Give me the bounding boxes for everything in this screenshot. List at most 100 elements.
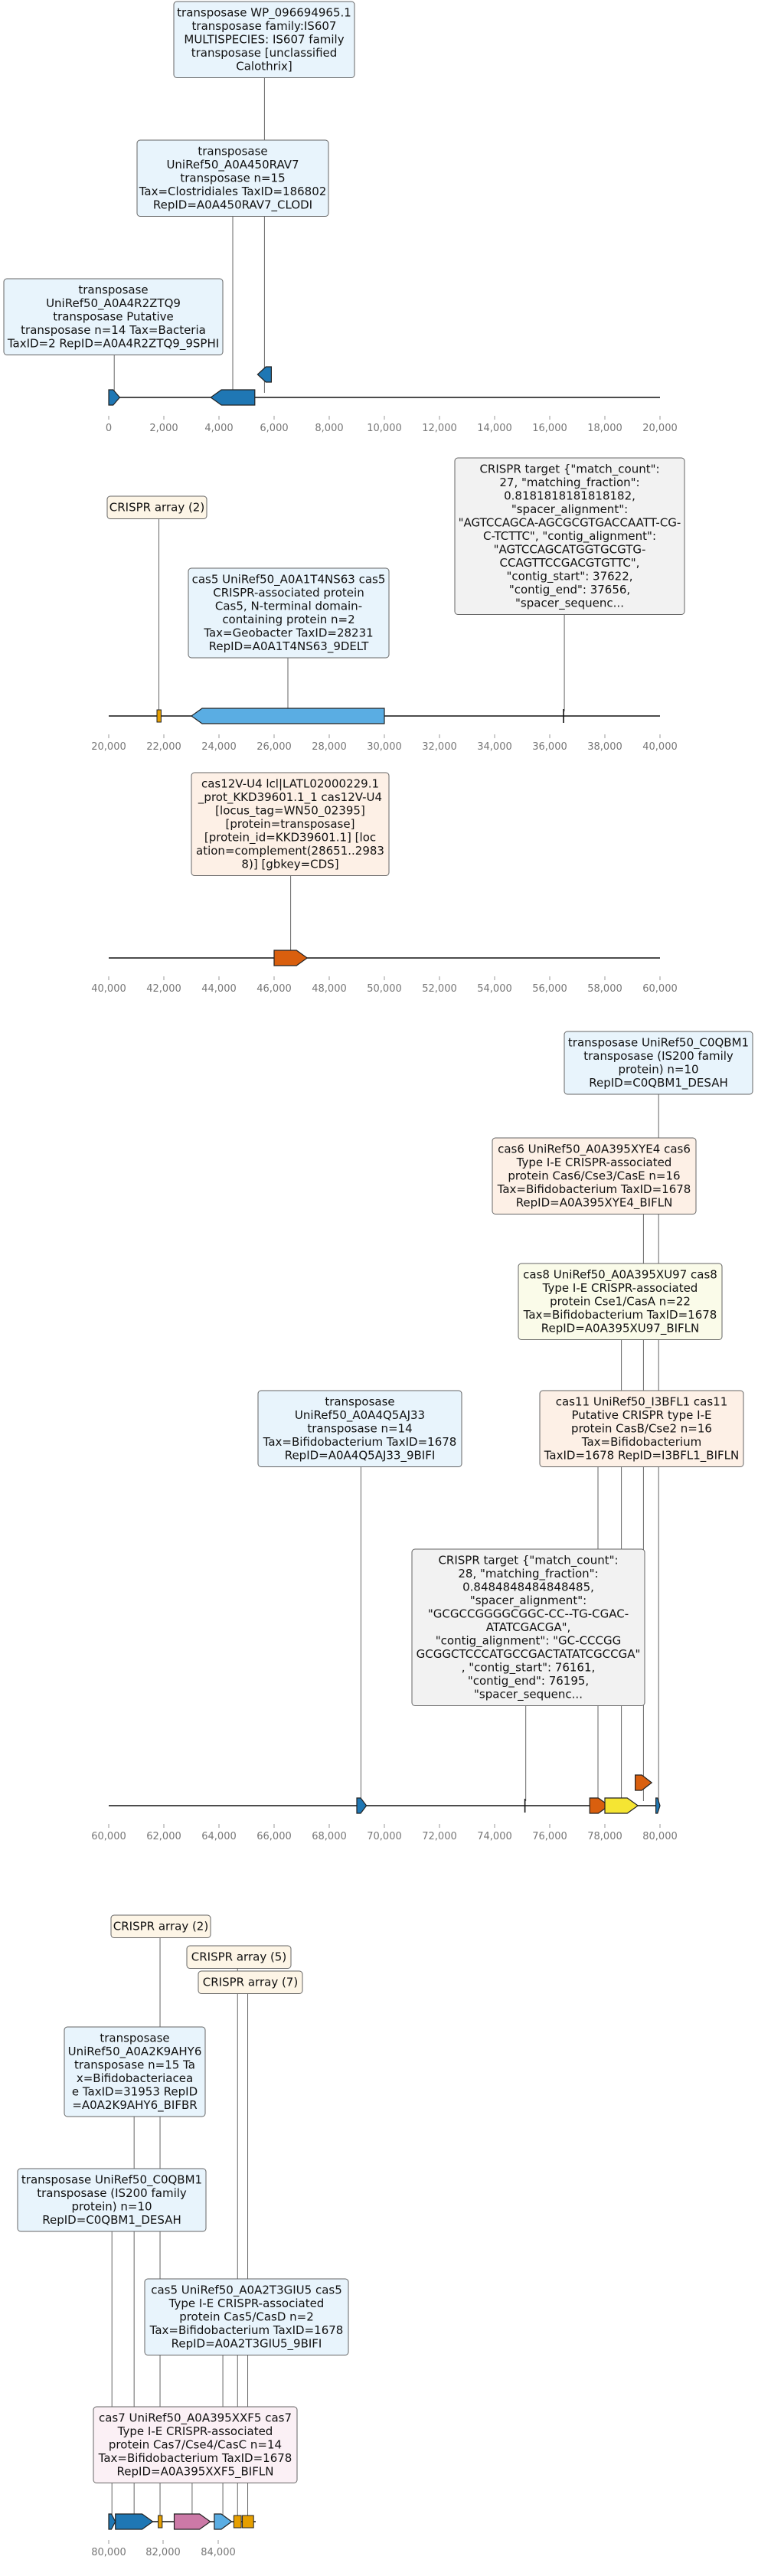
- cas7-gene: [173, 2513, 211, 2530]
- tick-label: 18,000: [587, 423, 622, 434]
- label-text-line: CRISPR array (7): [203, 1976, 298, 1989]
- cas8-gene: [604, 1797, 639, 1814]
- transposase-gene-7: [115, 2513, 154, 2530]
- tick-label: 72,000: [422, 1831, 457, 1842]
- label-box-background: [17, 2168, 207, 2232]
- label-text-line: UniRef50_A0A4Q5AJ33: [295, 1408, 425, 1423]
- label-text-line: =A0A2K9AHY6_BIFBR: [72, 2098, 197, 2113]
- label-box-background: [64, 2026, 206, 2117]
- label-text-line: CRISPR target {"match_count":: [479, 463, 659, 477]
- label-text-line: RepID=A0A450RAV7_CLODI: [153, 198, 312, 213]
- tick-label: 80,000: [91, 2547, 126, 2558]
- label-text-line: transposase [unclassified: [191, 46, 338, 60]
- label-box-background: [454, 457, 685, 615]
- tick-label: 60,000: [642, 983, 678, 995]
- tick-label: 42,000: [146, 983, 181, 995]
- tick-label: 76,000: [532, 1831, 567, 1842]
- tick-label: 40,000: [91, 983, 126, 995]
- label-text-line: CRISPR-associated protein: [213, 586, 364, 600]
- transposase-gene-3: [256, 366, 272, 383]
- feature-label-box: CRISPR target {"match_count":28, "matchi…: [411, 1548, 645, 1706]
- label-text-line: ATATCGACGA",: [486, 1620, 571, 1634]
- label-box-background: [539, 1390, 744, 1467]
- label-text-line: transposase n=14 Tax=Bacteria: [21, 323, 206, 337]
- label-text-line: RepID=C0QBM1_DESAH: [42, 2213, 181, 2228]
- label-text-line: protein) n=10: [71, 2200, 152, 2214]
- label-text-line: transposase n=14: [307, 1422, 412, 1436]
- label-text-line: transposase (IS200 family: [37, 2186, 187, 2200]
- label-text-line: CRISPR array (5): [191, 1950, 286, 1964]
- transposase-gene-2: [210, 389, 256, 406]
- tick-label: 80,000: [642, 1831, 678, 1842]
- label-text-line: 0.8181818181818182,: [504, 489, 635, 503]
- crispr-array-mark-4: [242, 2515, 254, 2529]
- label-text-line: containing protein n=2: [222, 613, 354, 626]
- label-text-line: RepID=C0QBM1_DESAH: [589, 1076, 728, 1090]
- feature-label-box: CRISPR array (5): [186, 1945, 292, 1969]
- label-text-line: , "contig_start": 76161,: [462, 1661, 596, 1675]
- label-box-background: [518, 1263, 723, 1340]
- feature-label-box: CRISPR array (2): [110, 1914, 211, 1938]
- tick-label: 26,000: [256, 741, 292, 753]
- label-box-background: [198, 1970, 303, 1994]
- tick-label: 20,000: [91, 741, 126, 753]
- label-text-line: protein CasB/Cse2 n=16: [571, 1422, 712, 1436]
- label-text-line: protein Cas7/Cse4/CasC n=14: [109, 2438, 282, 2452]
- label-text-line: RepID=A0A1T4NS63_9DELT: [209, 639, 370, 654]
- label-text-line: "contig_end": 76195,: [468, 1674, 589, 1688]
- crispr-array-mark-2: [158, 2515, 163, 2529]
- label-text-line: [protein_id=KKD39601.1] [loc: [204, 831, 376, 845]
- label-text-line: cas12V-U4 lcl|LATL02000229.1: [201, 777, 379, 791]
- tick-label: 64,000: [201, 1831, 237, 1842]
- feature-label-box: transposaseUniRef50_A0A450RAV7transposas…: [136, 139, 329, 217]
- label-text-line: transposase: [78, 283, 148, 297]
- label-text-line: cas5 UniRef50_A0A2T3GIU5 cas5: [151, 2283, 342, 2298]
- label-text-line: protein Cas6/Cse3/CasE n=16: [508, 1169, 680, 1183]
- tick-label: 8,000: [315, 423, 343, 434]
- label-text-line: cas8 UniRef50_A0A395XU97 cas8: [523, 1268, 717, 1283]
- label-box-background: [144, 2278, 349, 2355]
- label-text-line: transposase UniRef50_C0QBM1: [21, 2173, 202, 2188]
- tick-label: 84,000: [201, 2547, 236, 2558]
- label-text-line: Type I-E CRISPR-associated: [516, 1156, 672, 1169]
- label-box-background: [191, 772, 390, 876]
- tick-label: 68,000: [312, 1831, 347, 1842]
- cas5-gene: [190, 708, 385, 724]
- label-box-background: [136, 139, 329, 217]
- label-text-line: "contig_alignment": "GC-CCCGG: [436, 1634, 621, 1649]
- label-text-line: Tax=Bifidobacterium: [581, 1435, 701, 1449]
- label-box-background: [411, 1548, 645, 1706]
- tick-label: 28,000: [312, 741, 347, 753]
- feature-label-box: transposaseUniRef50_A0A2K9AHY6transposas…: [64, 2026, 206, 2117]
- crispr-array-mark-3: [233, 2515, 242, 2529]
- label-text-line: Putative CRISPR type I-E: [572, 1408, 712, 1422]
- label-text-line: transposase n=15 Ta: [74, 2058, 195, 2072]
- tick-label: 74,000: [477, 1831, 512, 1842]
- label-text-line: transposase UniRef50_C0QBM1: [568, 1036, 749, 1051]
- tick-label: 58,000: [587, 983, 622, 995]
- feature-label-box: transposaseUniRef50_A0A4Q5AJ33transposas…: [257, 1390, 462, 1467]
- tick-label: 54,000: [477, 983, 512, 995]
- label-text-line: GCGGCTCCCATGCCGACTATATCGCCGA": [417, 1647, 641, 1661]
- tick-label: 32,000: [422, 741, 457, 753]
- label-text-line: RepID=A0A395XU97_BIFLN: [541, 1322, 700, 1336]
- label-text-line: cas5 UniRef50_A0A1T4NS63 cas5: [192, 573, 386, 587]
- label-text-line: "contig_end": 37656,: [509, 583, 630, 597]
- label-text-line: Tax=Clostridiales TaxID=186802: [139, 185, 327, 198]
- label-text-line: protein Cas5/CasD n=2: [179, 2310, 314, 2324]
- feature-label-box: cas12V-U4 lcl|LATL02000229.1_prot_KKD396…: [191, 772, 390, 876]
- label-text-line: Tax=Bifidobacterium TaxID=1678: [149, 2323, 344, 2337]
- tick-label: 22,000: [146, 741, 181, 753]
- label-text-line: protein Cse1/CasA n=22: [550, 1295, 691, 1309]
- transposase-gene-4: [356, 1797, 368, 1814]
- label-text-line: transposase family:IS607: [192, 19, 337, 33]
- label-text-line: Tax=Bifidobacterium TaxID=1678: [497, 1182, 691, 1196]
